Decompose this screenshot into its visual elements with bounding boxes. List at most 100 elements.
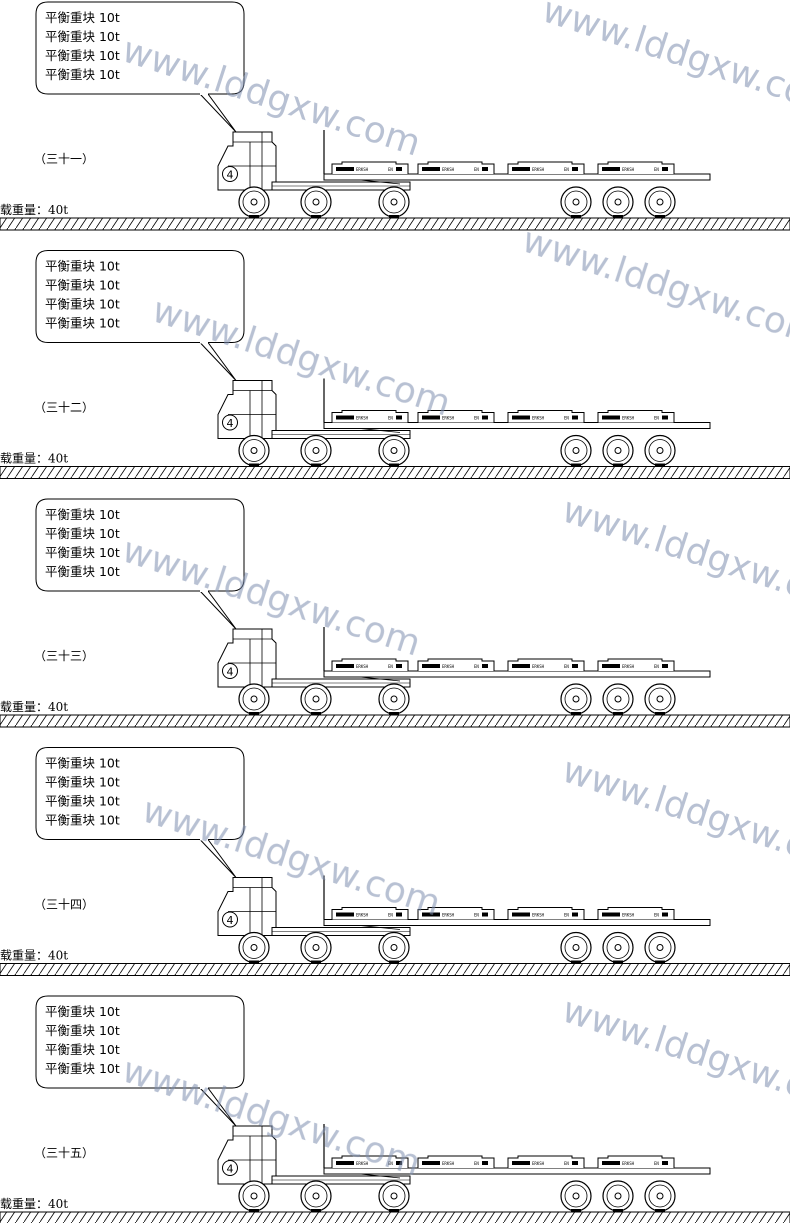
block-code-text: ERKSH <box>442 664 455 669</box>
bubble-line: 平衡重块 10t <box>45 1023 120 1038</box>
block-mark-left <box>422 664 440 668</box>
bubble-line: 平衡重块 10t <box>45 316 120 331</box>
speech-bubble <box>35 250 245 343</box>
block-code-text: EN <box>388 1161 393 1166</box>
wheel-contact <box>249 463 259 467</box>
wheel-rim <box>382 687 406 711</box>
wheel-rim <box>648 1184 672 1208</box>
block-mark-left <box>336 1161 354 1165</box>
speech-bubble <box>35 747 245 840</box>
trailer-deck <box>323 919 711 926</box>
cab-number: 4 <box>227 914 234 927</box>
block-mark-right <box>572 664 578 668</box>
speech-bubble <box>35 995 245 1089</box>
cab-number: 4 <box>227 666 234 679</box>
block-mark-left <box>422 415 440 420</box>
block-mark-right <box>482 912 488 917</box>
wheel-contact <box>613 215 623 218</box>
cab-number: 4 <box>227 417 234 430</box>
wheel-hub <box>312 447 320 454</box>
block-code-text: EN <box>474 167 479 172</box>
cab-number-circle <box>222 414 238 431</box>
wheel-hub <box>390 1192 398 1200</box>
wheel-contact <box>311 463 321 467</box>
bubble-line: 平衡重块 10t <box>45 507 120 522</box>
wheel-rim <box>648 687 672 711</box>
wheel-contact <box>571 960 581 964</box>
wheel-hub <box>390 447 398 454</box>
wheel-contact <box>311 712 321 715</box>
wheel-rim <box>242 190 266 214</box>
cab-number: 4 <box>227 1163 234 1176</box>
block-code-text: EN <box>564 167 569 172</box>
watermark-text: www.lddgxw.com <box>557 490 790 625</box>
block-code-text: EN <box>474 416 479 421</box>
block-code-text: ERKSH <box>356 167 369 172</box>
wheel-rim <box>564 190 588 214</box>
wheel-contact <box>311 960 321 964</box>
bubble-line: 平衡重块 10t <box>45 48 120 63</box>
block-code-text: ERKSH <box>356 913 369 918</box>
block-code-text: ERKSH <box>356 664 369 669</box>
block-code-text: EN <box>564 1161 569 1166</box>
watermark-text: www.lddgxw.com <box>557 990 790 1125</box>
trailer-coupling <box>359 428 401 433</box>
wheel-rim <box>606 190 630 214</box>
panel-label: （三十五） <box>34 1146 94 1160</box>
block-mark-left <box>602 1161 620 1165</box>
ground-strip <box>0 1211 790 1223</box>
wheel-hub <box>250 695 258 703</box>
block-code-text: EN <box>564 913 569 918</box>
block-mark-right <box>482 415 488 420</box>
cab-number-circle <box>222 911 238 928</box>
bubble-line: 平衡重块 10t <box>45 813 120 828</box>
wheel-rim <box>382 936 406 959</box>
block-code-text: EN <box>654 1161 659 1166</box>
block-code-text: ERKSH <box>442 1161 455 1166</box>
wheel-rim <box>564 1184 588 1208</box>
trailer-coupling <box>359 676 401 682</box>
wheel-contact <box>655 1209 665 1212</box>
bubble-line: 平衡重块 10t <box>45 10 120 25</box>
wheel-contact <box>613 463 623 467</box>
wheel-contact <box>655 215 665 218</box>
block-code-text: ERKSH <box>356 416 369 421</box>
wheel-contact <box>389 960 399 964</box>
wheel-rim <box>648 190 672 214</box>
wheel-rim <box>606 439 630 462</box>
block-mark-right <box>482 1161 488 1165</box>
block-mark-left <box>512 912 530 917</box>
load-capacity-label: 载重量：40t <box>0 949 68 963</box>
wheel-hub <box>250 198 258 206</box>
panel-label: （三十三） <box>34 649 94 663</box>
bubble-line: 平衡重块 10t <box>45 1004 120 1019</box>
bubble-line: 平衡重块 10t <box>45 1042 120 1057</box>
wheel-contact <box>311 215 321 218</box>
block-code-text: ERKSH <box>532 416 545 421</box>
wheel-hub <box>390 695 398 703</box>
wheel-contact <box>613 712 623 715</box>
block-code-text: EN <box>564 416 569 421</box>
ground-strip <box>0 714 790 728</box>
block-code-text: EN <box>388 664 393 669</box>
wheel-rim <box>606 1184 630 1208</box>
block-mark-left <box>512 415 530 420</box>
wheel-contact <box>571 1209 581 1212</box>
block-mark-left <box>602 664 620 668</box>
watermark-text: www.lddgxw.com <box>537 0 790 125</box>
bubble-line: 平衡重块 10t <box>45 29 120 44</box>
block-code-text: ERKSH <box>622 664 635 669</box>
block-mark-right <box>662 167 668 171</box>
wheel-hub <box>312 198 320 206</box>
block-code-text: ERKSH <box>622 416 635 421</box>
wheel-contact <box>389 463 399 467</box>
block-mark-right <box>662 664 668 668</box>
wheel-contact <box>571 215 581 218</box>
wheel-contact <box>655 712 665 715</box>
trailer-coupling <box>359 1173 401 1179</box>
trailer-deck <box>323 173 711 181</box>
wheel-hub <box>250 944 258 951</box>
wheel-hub <box>572 198 580 206</box>
